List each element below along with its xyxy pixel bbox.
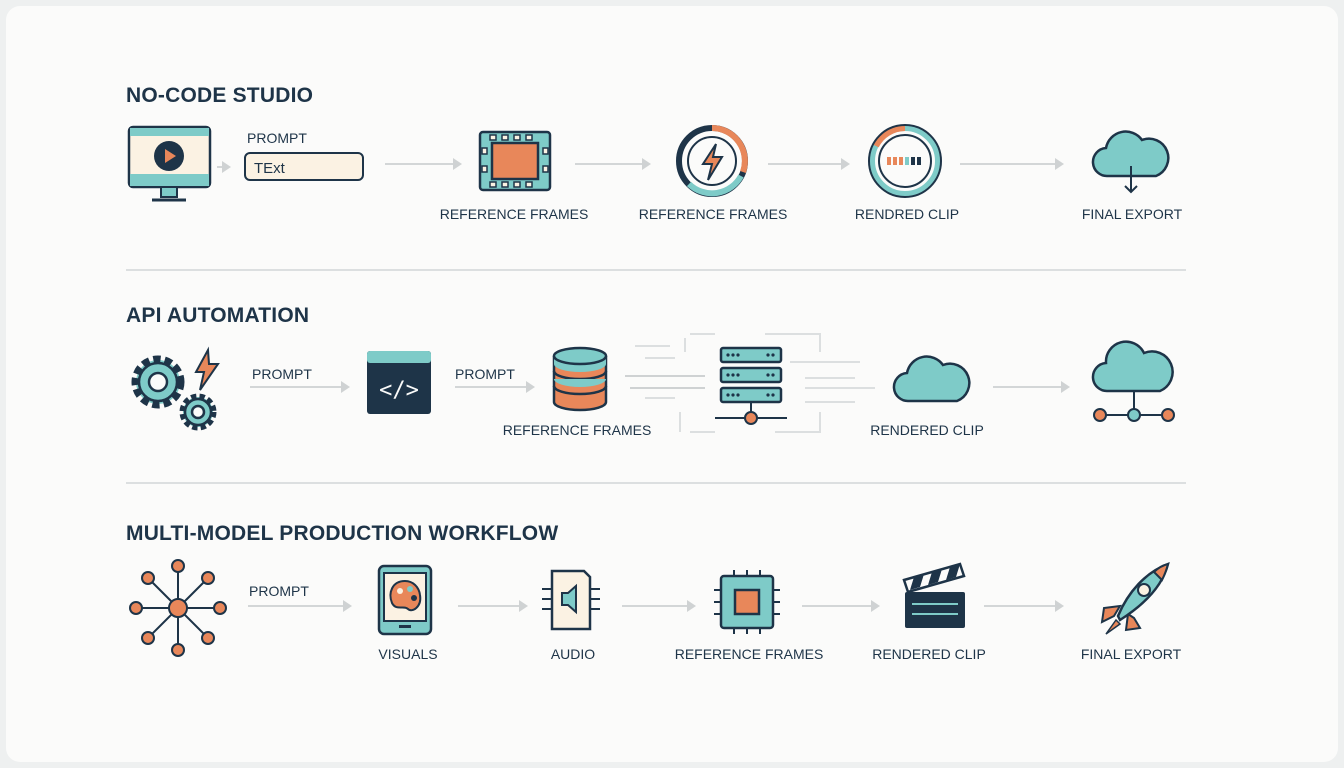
prompt-label: PROMPT bbox=[249, 583, 309, 599]
monitor-play-icon bbox=[127, 125, 212, 202]
step-label: RENDRED CLIP bbox=[854, 206, 960, 222]
arrow bbox=[455, 381, 535, 393]
arrow bbox=[385, 158, 462, 170]
section-divider bbox=[126, 482, 1186, 484]
step-label: RENDERED CLIP bbox=[872, 646, 986, 662]
arrow bbox=[622, 600, 696, 612]
prompt-text-input[interactable]: TExt bbox=[244, 152, 364, 181]
cloud-download-icon bbox=[1091, 130, 1170, 194]
step-label: REFERENCE FRAMES bbox=[674, 646, 824, 662]
clapperboard-icon bbox=[902, 562, 966, 628]
arrow bbox=[960, 158, 1064, 170]
prompt-label: PROMPT bbox=[252, 366, 312, 382]
step-label: REFERENCE FRAMES bbox=[502, 422, 652, 438]
gears-lightning-icon bbox=[131, 346, 220, 431]
arrow bbox=[984, 600, 1064, 612]
step-label: FINAL EXPORT bbox=[1080, 646, 1182, 662]
svg-text:</>: </> bbox=[379, 378, 419, 403]
prompt-label: PROMPT bbox=[247, 130, 307, 146]
power-ring-icon bbox=[676, 125, 748, 197]
film-frame-icon bbox=[478, 130, 552, 192]
section-title-no-code: NO-CODE STUDIO bbox=[126, 84, 314, 107]
step-label: AUDIO bbox=[550, 646, 596, 662]
step-label: RENDERED CLIP bbox=[870, 422, 984, 438]
step-label: REFERENCE FRAMES bbox=[638, 206, 788, 222]
database-icon bbox=[552, 346, 608, 412]
arrow bbox=[248, 600, 352, 612]
tablet-palette-icon bbox=[377, 564, 433, 636]
cloud-network-icon bbox=[1091, 340, 1175, 422]
arrow bbox=[250, 381, 350, 393]
arrow bbox=[575, 158, 651, 170]
server-network-icon bbox=[625, 333, 875, 433]
processor-chip-icon bbox=[714, 570, 780, 634]
step-label: REFERENCE FRAMES bbox=[439, 206, 589, 222]
audio-chip-icon bbox=[542, 569, 600, 631]
cloud-icon bbox=[892, 355, 971, 403]
arrow bbox=[993, 381, 1070, 393]
code-window-icon: </> bbox=[367, 351, 431, 414]
arrow bbox=[768, 158, 850, 170]
section-divider bbox=[126, 269, 1186, 271]
render-progress-ring-icon bbox=[868, 124, 942, 198]
section-title-api: API AUTOMATION bbox=[126, 304, 310, 327]
arrow bbox=[802, 600, 880, 612]
prompt-label: PROMPT bbox=[455, 366, 515, 382]
arrow bbox=[458, 600, 528, 612]
section-title-multi-model: MULTI-MODEL PRODUCTION WORKFLOW bbox=[126, 522, 559, 545]
step-label: FINAL EXPORT bbox=[1081, 206, 1183, 222]
arrow bbox=[217, 161, 231, 173]
hub-network-icon bbox=[129, 559, 227, 657]
step-label: VISUALS bbox=[378, 646, 438, 662]
rocket-icon bbox=[1100, 562, 1170, 635]
